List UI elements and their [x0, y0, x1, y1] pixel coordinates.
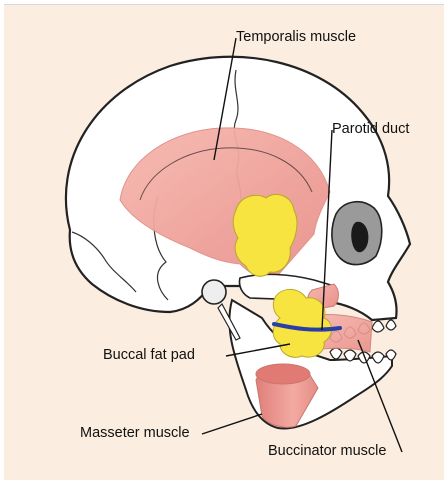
parotid-duct-label: Parotid duct — [332, 122, 409, 137]
buccal-fat-pad-label: Buccal fat pad — [103, 348, 195, 363]
masseter-label: Masseter muscle — [80, 426, 190, 441]
temporalis-label: Temporalis muscle — [236, 30, 356, 45]
buccinator-label: Buccinator muscle — [268, 444, 386, 459]
mastoid-process — [202, 280, 226, 304]
masseter-leader — [202, 414, 262, 434]
masseter-cut-face — [256, 364, 310, 384]
